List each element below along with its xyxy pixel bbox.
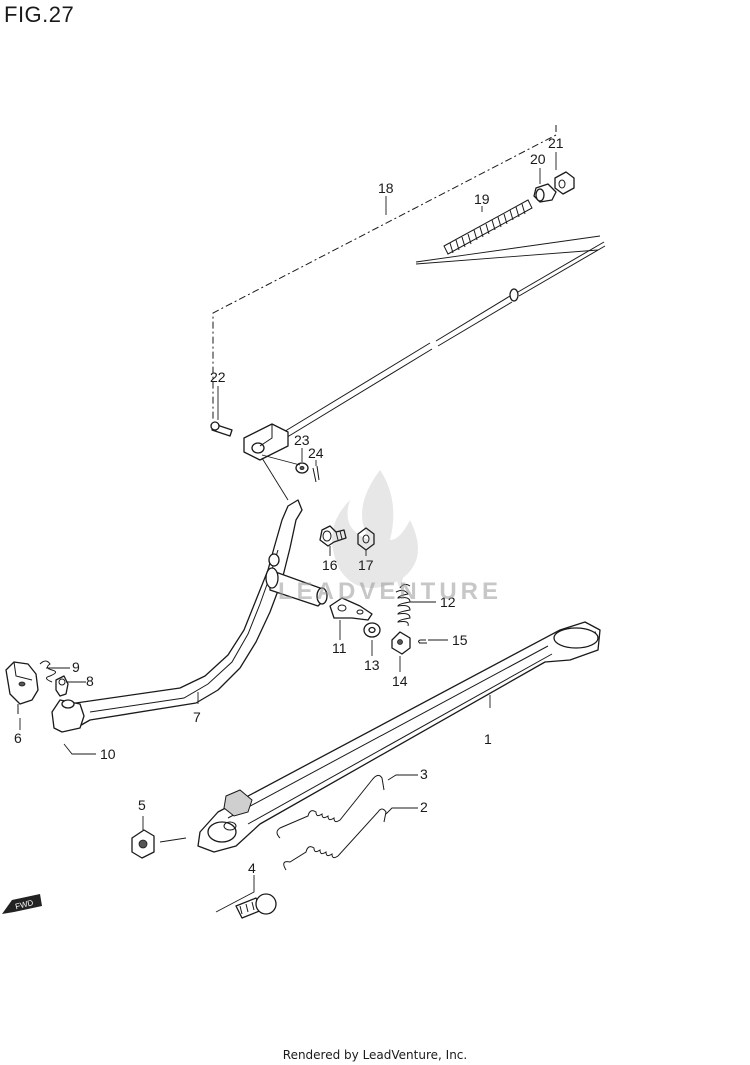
callout-10: 10 <box>100 746 116 762</box>
pin-14[interactable] <box>391 631 411 655</box>
callout-14: 14 <box>392 673 408 689</box>
figure-title: FIG.27 <box>4 2 75 27</box>
washer-23[interactable] <box>295 462 309 474</box>
callout-3: 3 <box>420 766 428 782</box>
rod-joint-20[interactable] <box>533 183 557 203</box>
callout-15: 15 <box>452 632 468 648</box>
callout-13: 13 <box>364 657 380 673</box>
callout-23: 23 <box>294 432 310 448</box>
footer-credit: Rendered by LeadVenture, Inc. <box>282 1048 468 1062</box>
callout-6: 6 <box>14 730 22 746</box>
callout-11: 11 <box>332 640 347 656</box>
callout-4: 4 <box>248 860 256 876</box>
callout-18: 18 <box>378 180 394 196</box>
callout-12: 12 <box>440 594 456 610</box>
pedal-bracket[interactable] <box>5 661 39 714</box>
pivot-bolt-8[interactable] <box>55 675 69 697</box>
brake-pedal[interactable] <box>51 499 303 733</box>
cotter-pin-15[interactable] <box>418 639 428 644</box>
stand-bolt-4[interactable] <box>235 893 277 919</box>
stand-spring-2[interactable] <box>283 808 387 871</box>
watermark-text: LEADVENTURE <box>277 578 502 605</box>
pivot-shaft[interactable] <box>265 567 328 607</box>
watermark-flame-logo <box>332 470 418 590</box>
washer-13[interactable] <box>363 622 381 638</box>
callout-19: 19 <box>474 191 490 207</box>
fwd-label: FWD <box>14 898 34 911</box>
rod-joint[interactable] <box>243 423 289 461</box>
spring-9[interactable] <box>39 660 56 683</box>
callout-7: 7 <box>193 709 201 725</box>
callout-20: 20 <box>530 151 546 167</box>
callout-labels: 1 2 3 4 5 6 7 8 9 10 11 12 13 14 15 16 1… <box>14 135 564 876</box>
callout-22: 22 <box>210 369 226 385</box>
adjusting-nut[interactable] <box>554 171 575 195</box>
callout-17: 17 <box>358 557 374 573</box>
callout-1: 1 <box>484 731 492 747</box>
callout-5: 5 <box>138 797 146 813</box>
nut-17[interactable] <box>357 527 375 551</box>
bolt-16[interactable] <box>319 525 347 547</box>
callout-8: 8 <box>86 673 94 689</box>
leader-lines <box>19 152 557 913</box>
callout-9: 9 <box>72 659 80 675</box>
stand-nut-5[interactable] <box>131 829 155 859</box>
callout-16: 16 <box>322 557 338 573</box>
cotter-pin-24[interactable] <box>312 465 320 483</box>
callout-21: 21 <box>548 135 564 151</box>
brake-arm[interactable] <box>329 597 373 621</box>
clevis-pin[interactable] <box>210 421 233 437</box>
rod-guide-lines <box>415 235 601 265</box>
brake-rod[interactable] <box>281 241 606 440</box>
callout-2: 2 <box>420 799 428 815</box>
return-spring-12[interactable] <box>395 583 411 627</box>
assembly-bracket-18 <box>212 125 557 420</box>
fwd-arrow-icon: FWD <box>2 894 42 914</box>
rod-spring[interactable] <box>443 199 533 255</box>
side-stand[interactable] <box>197 621 601 853</box>
callout-24: 24 <box>308 445 324 461</box>
stand-spring-3[interactable] <box>276 774 385 839</box>
